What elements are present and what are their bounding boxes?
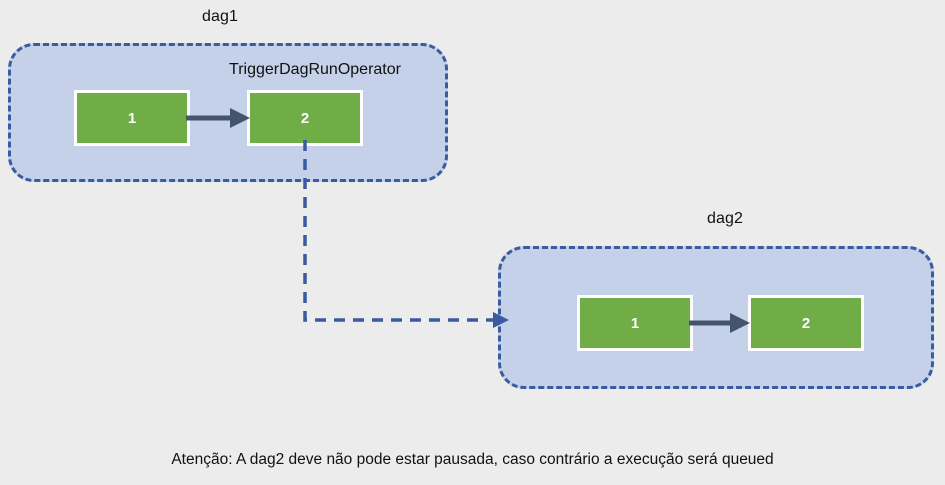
dag1-group-label: dag1 xyxy=(202,8,238,25)
dag2-task-1-node[interactable]: 1 xyxy=(577,295,693,351)
attention-note-text: Atenção: A dag2 deve não pode estar paus… xyxy=(171,451,774,468)
dag1-task-1-node[interactable]: 1 xyxy=(74,90,190,146)
trigger-dag-run-connector-arrow-icon xyxy=(303,140,509,328)
dag2-group-label: dag2 xyxy=(707,210,743,227)
trigger-dag-run-operator-label: TriggerDagRunOperator xyxy=(229,61,401,78)
dag2-task-flow-arrow-icon xyxy=(689,313,750,333)
dag2-task-2-node[interactable]: 2 xyxy=(748,295,864,351)
dag1-task-flow-arrow-icon xyxy=(186,108,250,128)
dag1-task-2-node[interactable]: 2 xyxy=(247,90,363,146)
